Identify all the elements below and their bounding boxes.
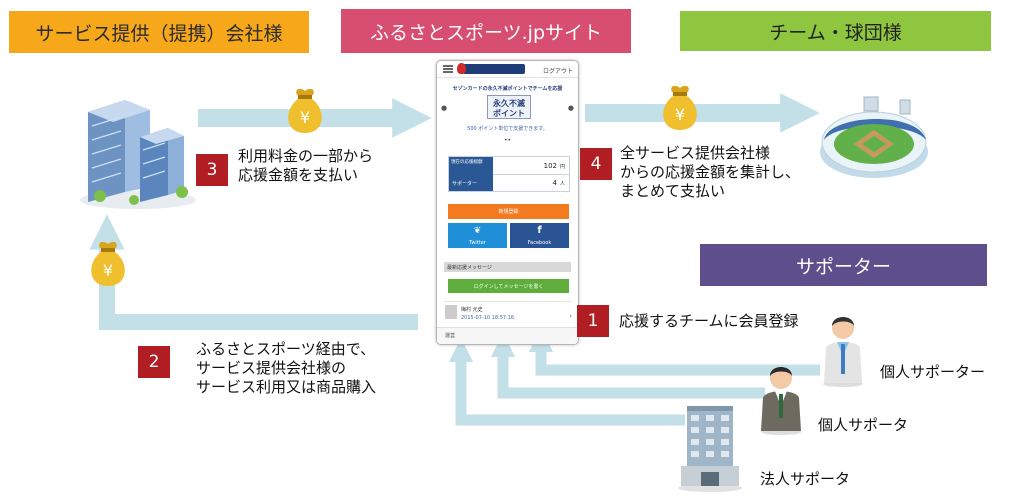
site-header: ふるさとスポーツ.jpサイト [341, 9, 631, 53]
step-4-badge: 4 [580, 148, 612, 180]
corporate-building-icon [678, 406, 742, 492]
stat-value: 4 [552, 179, 557, 187]
stadium-icon [820, 96, 928, 178]
step-4-text: 全サービス提供会社様からの応援金額を集計し、まとめて支払い [620, 144, 801, 200]
corporate-supporter-label: 法人サポータ [760, 470, 851, 488]
step-2-text: ふるさとスポーツ経由で、サービス提供会社様のサービス利用又は商品購入 [196, 340, 377, 396]
carousel-prev-icon[interactable]: ● [441, 104, 448, 112]
stat-value: 102 [543, 162, 557, 170]
team-header: チーム・球団様 [680, 11, 991, 51]
twitter-icon: ❦ [473, 226, 482, 236]
step-1-badge: 1 [577, 305, 609, 337]
facebook-button[interactable]: f Facebook [510, 223, 569, 248]
login-message-button[interactable]: ログインしてメッセージを書く [448, 279, 569, 293]
arrow-corporate-to-site [448, 337, 685, 426]
arrow-supporter2-to-site [490, 332, 765, 399]
stat-unit: 人 [559, 181, 565, 187]
register-button[interactable]: 新規登録 [448, 204, 569, 219]
step-3-badge: 3 [196, 154, 228, 186]
step-3-text: 利用料金の一部から応援金額を支払い [238, 147, 374, 184]
step-1-text: 応援するチームに会員登録 [619, 312, 799, 330]
logout-link[interactable]: ログアウト [542, 68, 573, 75]
stat-label: サポーター [452, 181, 478, 187]
facebook-icon: f [537, 225, 542, 236]
points-note: 500 ポイント単位で支援できます。 [467, 126, 548, 132]
avatar [445, 305, 457, 319]
money-bag-icon: ¥ [663, 85, 697, 130]
svg-text:¥: ¥ [300, 108, 310, 127]
step-2-badge: 2 [138, 346, 170, 378]
message-divider [444, 301, 571, 302]
office-building-icon [80, 100, 196, 209]
arrow-site-to-service [89, 214, 418, 330]
money-bag-icon: ¥ [91, 241, 125, 286]
stats-table: 現在の応援総額 102 円 サポーター 4 人 [448, 156, 570, 192]
message-author: 梅村 元史 [461, 307, 483, 313]
money-bag-icon: ¥ [288, 88, 322, 133]
message-chevron-icon[interactable]: › [569, 312, 572, 320]
arrow-supporter1-to-site [528, 327, 820, 376]
carousel-next-icon[interactable]: ● [567, 104, 574, 112]
messages-header: 最新応援メッセージ [444, 262, 571, 272]
stat-label: 現在の応援総額 [451, 160, 483, 165]
supporter-header: サポーター [700, 244, 987, 286]
service-provider-header: サービス提供（提携）会社様 [9, 11, 309, 53]
site-logo [457, 63, 525, 74]
campaign-title: セゾンカードの永久不滅ポイントでチームを応援 [452, 86, 563, 92]
svg-text:¥: ¥ [675, 105, 685, 124]
menu-icon[interactable] [443, 65, 453, 73]
individual-supporter-label: 個人サポーター [880, 363, 986, 381]
phone-footer: 運営 [437, 327, 578, 344]
stat-unit: 円 [559, 164, 565, 170]
individual-supporter-label: 個人サポータ [818, 416, 909, 434]
individual-supporter-icon [761, 367, 801, 435]
carousel-dots: •• [503, 137, 512, 144]
message-time: 2015-07-10 18:57:16 [461, 315, 515, 321]
svg-text:¥: ¥ [103, 261, 113, 280]
site-phone-mockup: ログアウト セゾンカードの永久不滅ポイントでチームを応援 永久不滅 ポイント ●… [436, 60, 579, 345]
point-badge: 永久不滅 ポイント [487, 95, 531, 119]
individual-supporter-icon [823, 317, 863, 387]
twitter-button[interactable]: ❦ Twitter [448, 223, 507, 248]
